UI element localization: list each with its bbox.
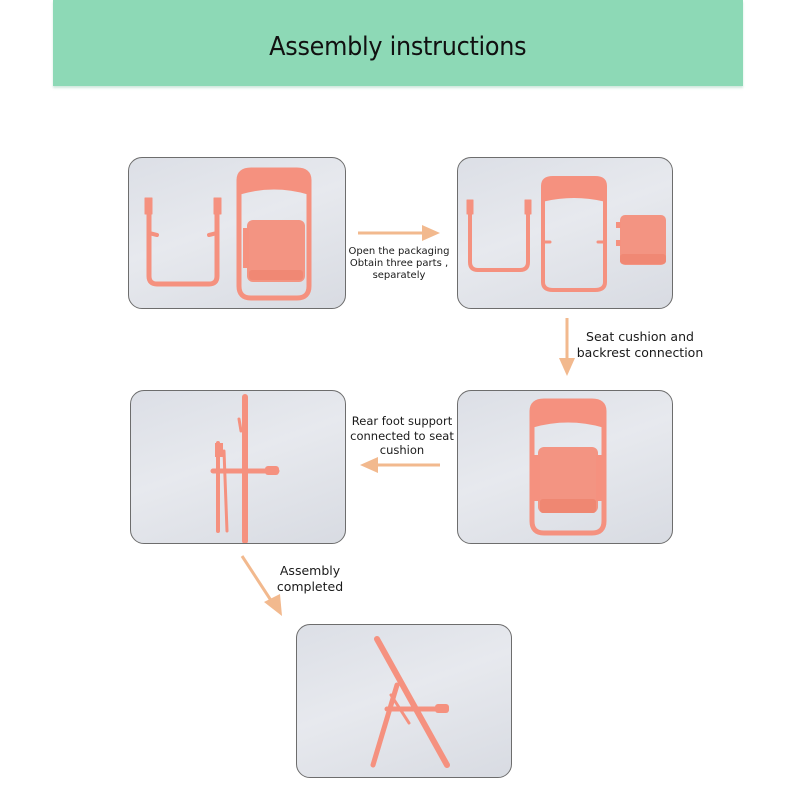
caption-step3-to-step4: Rear foot support connected to seat cush… xyxy=(344,414,460,458)
caption-step1-to-step2: Open the packaging Obtain three parts , … xyxy=(343,246,455,282)
caption-step2-to-step3: Seat cushion and backrest connection xyxy=(572,329,708,361)
arrow-diagonal-step4-to-step5 xyxy=(238,552,286,618)
arrow-down-step2-to-step3 xyxy=(557,316,577,378)
caption-line: connected to seat xyxy=(350,428,454,443)
arrow-left-step3-to-step4 xyxy=(358,455,442,475)
arrow-left-icon xyxy=(360,457,440,473)
step-5-photo xyxy=(296,624,512,778)
caption-line: cushion xyxy=(379,443,425,457)
step-1-photo xyxy=(128,157,346,309)
caption-line: Rear foot support xyxy=(351,414,453,428)
step-4-photo xyxy=(130,390,346,544)
arrow-diagonal-icon xyxy=(240,555,282,616)
assembled-chair-illustration xyxy=(370,636,450,768)
arrow-right-step1-to-step2 xyxy=(356,223,442,243)
header-banner: Assembly instructions xyxy=(53,0,743,86)
rear-support-attached-illustration xyxy=(210,394,280,543)
step-3-photo xyxy=(457,390,673,544)
page-title: Assembly instructions xyxy=(269,32,527,62)
caption-line: completed xyxy=(276,579,344,594)
caption-step4-to-step5: Assembly completed xyxy=(266,563,354,595)
folded-chair-illustration xyxy=(144,167,312,301)
caption-line: Seat cushion and xyxy=(586,329,694,344)
three-parts-illustration xyxy=(466,176,666,292)
caption-line: Assembly xyxy=(279,563,341,578)
caption-line: Open the packaging xyxy=(348,246,450,257)
caption-line: separately xyxy=(372,270,426,281)
caption-line: backrest connection xyxy=(576,345,704,360)
arrow-right-icon xyxy=(358,225,440,241)
caption-line: Obtain three parts , xyxy=(349,258,449,269)
arrow-down-icon xyxy=(559,318,575,376)
seat-attached-illustration xyxy=(529,398,607,536)
step-2-photo xyxy=(457,157,673,309)
